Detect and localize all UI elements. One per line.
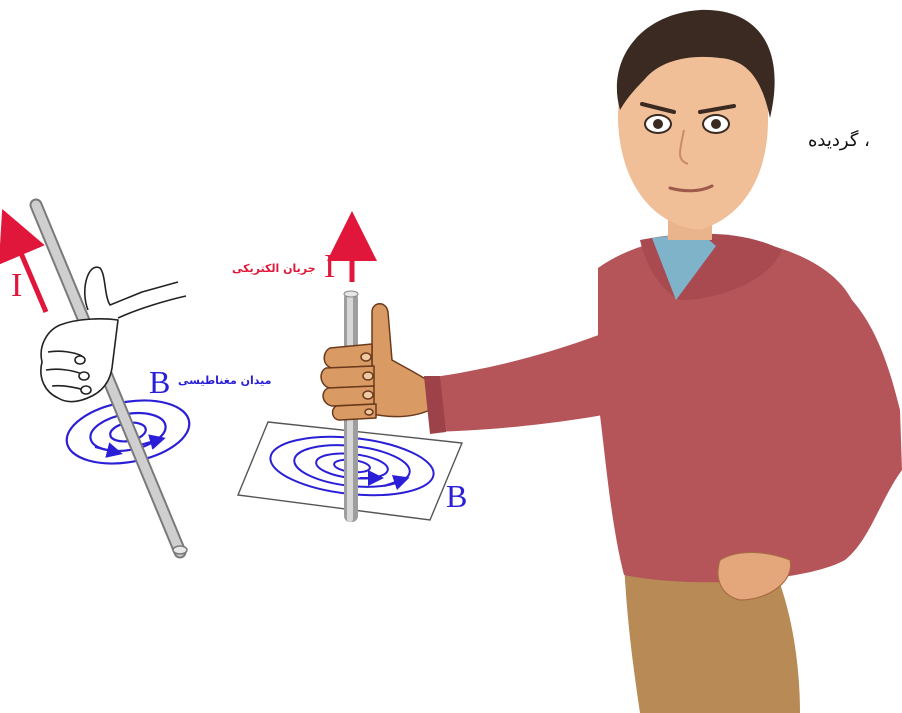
left-field-caption: میدان مغناطیسی bbox=[178, 374, 271, 387]
right-field-symbol: B bbox=[446, 480, 467, 512]
left-current-symbol: I bbox=[11, 269, 22, 303]
right-hand bbox=[321, 304, 430, 420]
presenter-arm bbox=[428, 330, 630, 432]
left-field-arrow-1 bbox=[95, 447, 115, 452]
presenter-head bbox=[617, 10, 775, 230]
presenter-sweater bbox=[598, 237, 902, 583]
left-field-symbol: B bbox=[149, 366, 170, 398]
cartoon-presenter bbox=[424, 10, 902, 713]
right-current-caption: جریان الکتریکی bbox=[232, 262, 316, 275]
clipped-text-fragment: ، گردیده bbox=[808, 130, 870, 151]
right-current-symbol: I bbox=[324, 250, 335, 284]
